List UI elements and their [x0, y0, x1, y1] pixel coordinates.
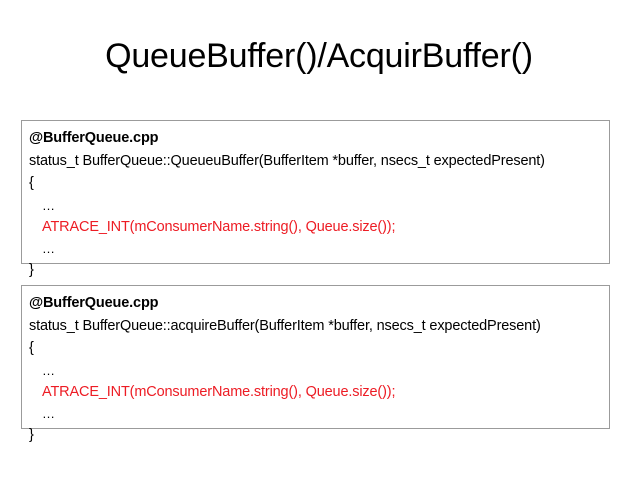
code-line-function-signature: status_t BufferQueue::QueueuBuffer(Buffe… — [29, 152, 545, 169]
code-line-function-signature: status_t BufferQueue::acquireBuffer(Buff… — [29, 317, 541, 334]
code-line-ellipsis-top: … — [42, 197, 55, 213]
code-line-ellipsis-bottom: … — [42, 406, 55, 421]
code-line-close-brace: } — [29, 427, 34, 443]
code-line-ellipsis-top: … — [42, 362, 55, 378]
code-line-file-header: @BufferQueue.cpp — [29, 130, 159, 146]
code-line-close-brace: } — [29, 262, 34, 278]
code-line-atrace-call: ATRACE_INT(mConsumerName.string(), Queue… — [42, 218, 396, 235]
code-block-acquire-buffer: @BufferQueue.cpp status_t BufferQueue::a… — [21, 285, 610, 443]
code-line-file-header: @BufferQueue.cpp — [29, 295, 159, 311]
page-title: QueueBuffer()/AcquirBuffer() — [105, 37, 533, 75]
code-line-open-brace: { — [29, 340, 34, 356]
code-block-queue-buffer: @BufferQueue.cpp status_t BufferQueue::Q… — [21, 120, 610, 278]
code-line-ellipsis-bottom: … — [42, 241, 55, 256]
code-line-open-brace: { — [29, 175, 34, 191]
code-line-atrace-call: ATRACE_INT(mConsumerName.string(), Queue… — [42, 383, 396, 400]
